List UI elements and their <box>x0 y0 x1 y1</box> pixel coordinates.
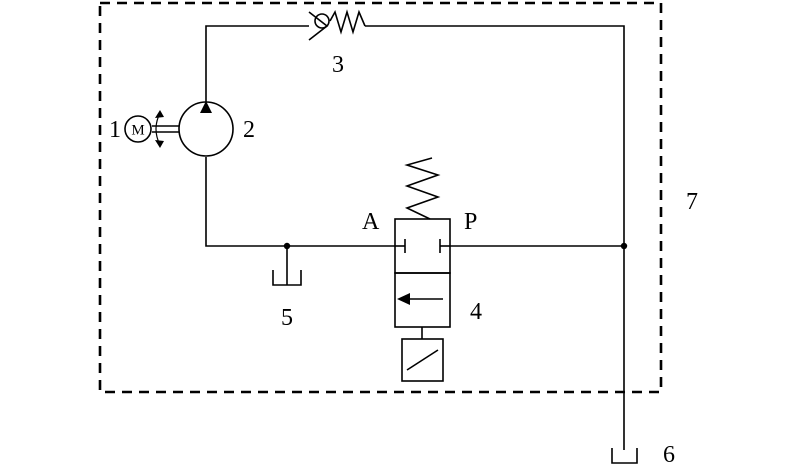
tank-6-icon <box>611 448 638 464</box>
valve-spring-icon <box>404 157 441 220</box>
motor: M <box>124 115 152 143</box>
rotation-arrow-head-bottom <box>155 140 164 148</box>
label-motor: 1 <box>109 117 121 143</box>
check-valve-spring-icon <box>329 9 366 35</box>
tank-5-icon <box>272 270 302 286</box>
solenoid-winding-icon <box>406 349 439 371</box>
junction-dot-right <box>620 242 628 250</box>
label-port-p: P <box>464 209 477 235</box>
junction-dot-left <box>283 242 291 250</box>
pump-flow-arrow-icon <box>200 101 212 113</box>
motor-body <box>124 115 152 143</box>
suction-line-pump <box>205 157 395 247</box>
check-valve <box>308 9 366 41</box>
label-tank-5: 5 <box>281 305 293 331</box>
valve-flow-arrow-icon <box>397 293 410 305</box>
label-enclosure: 7 <box>686 189 698 215</box>
pressure-line-check-to-p <box>365 25 625 450</box>
check-valve-ball <box>314 13 330 29</box>
label-pump: 2 <box>243 117 255 143</box>
directional-valve <box>394 157 451 382</box>
label-port-a: A <box>362 209 380 235</box>
hydraulic-lines <box>205 25 628 450</box>
label-check-valve: 3 <box>332 52 344 78</box>
check-valve-seat <box>308 11 329 41</box>
rotation-arrow-head-top <box>155 110 164 118</box>
pump <box>152 101 234 157</box>
pressure-line-pump-to-check <box>205 25 309 102</box>
enclosure-dashed-boundary <box>98 1 663 394</box>
label-tank-6: 6 <box>663 442 675 468</box>
motor-symbol-label: M <box>131 123 144 139</box>
label-directional-valve: 4 <box>470 299 482 325</box>
